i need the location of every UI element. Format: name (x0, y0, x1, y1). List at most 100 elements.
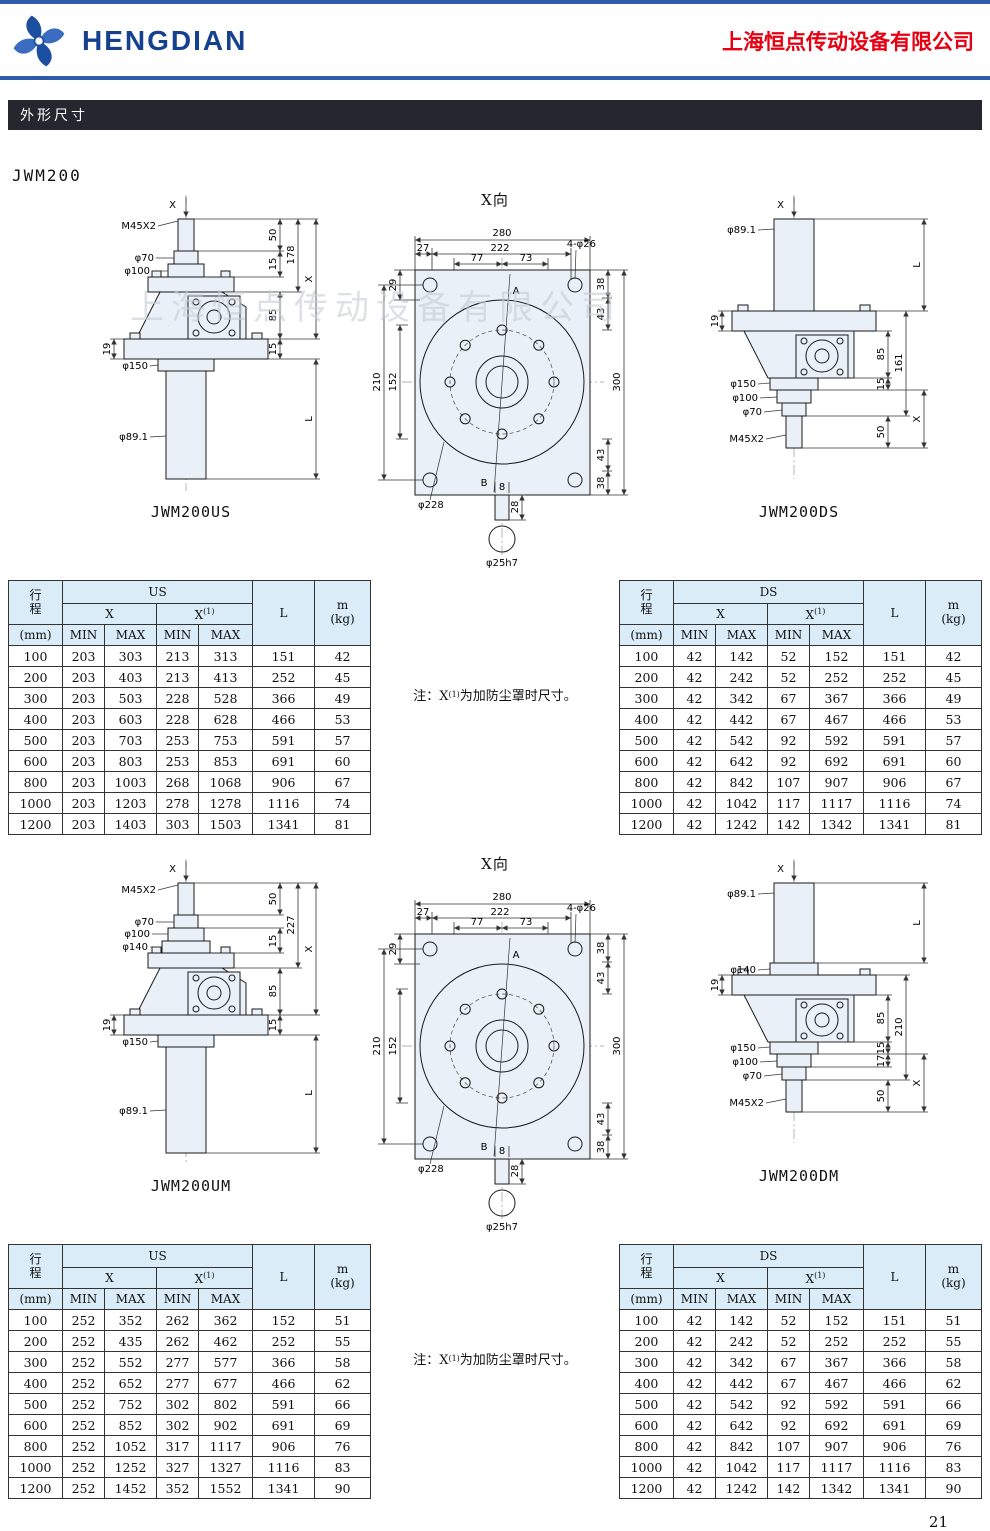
dim-labels: 280 27 222 77 73 4-φ26 A B 29 152 210 38… (372, 892, 623, 1233)
table-cell: 203 (62, 729, 105, 751)
table-cell: 1116 (252, 792, 316, 814)
table-cell: 400 (618, 1372, 674, 1394)
table-cell: 252 (808, 1330, 865, 1352)
table-cell: 42 (672, 792, 716, 814)
table-cell: 591 (863, 1393, 926, 1415)
table-cell: 277 (156, 1351, 199, 1373)
table-cell: 500 (8, 1393, 63, 1415)
table-cell: 67 (314, 771, 372, 793)
dim-label: 161 (894, 353, 905, 372)
table-cell: 1341 (863, 1477, 926, 1499)
jack-outline (731, 882, 877, 1113)
dim-label: 85 (876, 348, 887, 361)
table-cell: 327 (156, 1456, 199, 1478)
table-cell: 76 (314, 1435, 372, 1457)
dim-label: M45X2 (729, 1098, 764, 1109)
table-cell: 252 (863, 1330, 926, 1352)
jack-outline (123, 218, 269, 480)
col-header-max: MAX (714, 624, 768, 646)
table-cell: 52 (766, 1309, 810, 1331)
dim-label: 15 (876, 378, 887, 391)
table-cell: 352 (104, 1309, 157, 1331)
table-cell: 262 (156, 1330, 199, 1352)
table-cell: 906 (863, 771, 926, 793)
table-cell: 42 (672, 1393, 716, 1415)
table-cell: 60 (925, 750, 982, 772)
dim-label: X (912, 415, 923, 422)
dim-label: X (777, 200, 784, 211)
dim-label: φ70 (743, 1071, 762, 1082)
table-cell: 92 (766, 1414, 810, 1436)
table-cell: 277 (156, 1372, 199, 1394)
col-header-L: L (252, 580, 316, 646)
table-cell: 242 (714, 1330, 768, 1352)
table-cell: 55 (314, 1330, 372, 1352)
dim-label: 28 (510, 501, 521, 514)
table-cell: 152 (808, 645, 865, 667)
dim-label: 227 (286, 915, 297, 934)
section-label-a: A (513, 950, 520, 961)
col-header-m: m (kg) (314, 580, 372, 646)
table-cell: 90 (925, 1477, 982, 1499)
table-cell: 692 (808, 1414, 865, 1436)
table-cell: 1242 (714, 813, 768, 835)
dim-label: 8 (499, 1146, 505, 1157)
drawing-jwm200ds: X φ89.1 φ150 φ100 φ70 M45X2 L 161 85 15 … (644, 189, 954, 521)
table-cell: 400 (8, 1372, 63, 1394)
table-cell: 906 (863, 1435, 926, 1457)
table-cell: 52 (766, 1330, 810, 1352)
table-cell: 1503 (197, 813, 254, 835)
dim-label: 15 (268, 258, 279, 271)
table-cell: 1252 (104, 1456, 157, 1478)
table-cell: 55 (925, 1330, 982, 1352)
leader-lines (149, 884, 179, 1112)
company-name: 上海恒点传动设备有限公司 (722, 29, 974, 54)
table-cell: 600 (618, 1414, 674, 1436)
dim-label: 43 (596, 449, 607, 462)
table-cell: 62 (314, 1372, 372, 1394)
table-cell: 906 (252, 1435, 316, 1457)
dim-label: 43 (596, 308, 607, 321)
table-cell: 1200 (618, 1477, 674, 1499)
dim-label: 280 (492, 228, 511, 239)
table-cell: 60 (314, 750, 372, 772)
dim-labels: X φ89.1 φ140 φ150 φ100 φ70 M45X2 L 210 8… (710, 864, 923, 1109)
extension-lines (718, 882, 928, 1113)
table-cell: 300 (618, 1351, 674, 1373)
table-cell: 542 (714, 1393, 768, 1415)
dim-label: 19 (710, 979, 721, 992)
col-header-L: L (863, 1244, 926, 1310)
dim-label: 15 (268, 935, 279, 948)
table-cell: 907 (808, 1435, 865, 1457)
col-header-x: X (672, 1267, 768, 1289)
table-cell: 53 (925, 708, 982, 730)
dim-label: 85 (876, 1012, 887, 1025)
dim-label: 27 (417, 907, 430, 918)
dim-label: φ70 (743, 407, 762, 418)
table-cell: 81 (925, 813, 982, 835)
table-cell: 302 (156, 1393, 199, 1415)
col-header-m: m (kg) (925, 1244, 982, 1310)
col-header-max: MAX (808, 624, 865, 646)
table-cell: 228 (156, 687, 199, 709)
table-cell: 1000 (618, 1456, 674, 1478)
table-cell: 366 (863, 1351, 926, 1373)
table-cell: 591 (252, 729, 316, 751)
table-cell: 67 (766, 1351, 810, 1373)
drawing-row-bottom: X M45X2 φ70 φ100 φ140 φ150 φ89.1 50 15 2… (0, 849, 990, 1234)
col-header-max: MAX (104, 1288, 157, 1310)
table-cell: 677 (197, 1372, 254, 1394)
table-cell: 802 (197, 1393, 254, 1415)
table-cell: 252 (62, 1351, 105, 1373)
table-cell: 67 (766, 687, 810, 709)
col-header-unit: (mm) (618, 624, 674, 646)
table-cell: 57 (925, 729, 982, 751)
